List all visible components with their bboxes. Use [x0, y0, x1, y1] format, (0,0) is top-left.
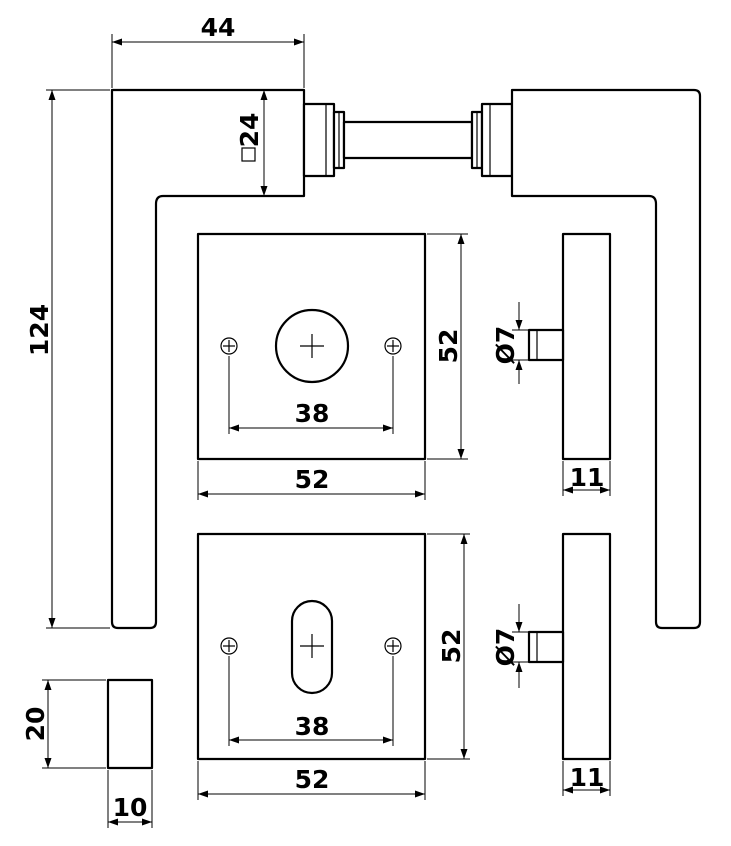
dimension-square-neck [241, 90, 268, 196]
label-section-width: 10 [113, 793, 148, 822]
label-rose-top-width: 52 [295, 465, 330, 494]
screw-hole-left [220, 337, 238, 355]
right-lever-handle [470, 88, 702, 630]
left-neck [302, 102, 346, 178]
label-handle-width: 44 [201, 13, 236, 42]
label-spindle-top-diameter: Ø7 [491, 326, 520, 365]
label-rose-bottom-width: 52 [295, 765, 330, 794]
dimension-section-height [42, 679, 106, 769]
dimension-rose-bottom-thickness [562, 761, 611, 796]
right-neck [470, 102, 514, 178]
rose-top-side-view [527, 232, 612, 461]
dimension-spindle-top-diameter [512, 302, 528, 384]
dimension-rose-top-height [427, 233, 468, 460]
label-spindle-bottom-diameter: Ø7 [491, 628, 520, 667]
dimension-rose-top-width [197, 461, 426, 500]
label-rose-top-height: 52 [434, 329, 463, 364]
dimension-rose-bottom-hole-spacing [228, 656, 394, 746]
label-rose-top-hole-spacing: 38 [295, 399, 330, 428]
dimension-rose-bottom-height [427, 533, 470, 760]
screw-hole-right [384, 337, 402, 355]
label-rose-bottom-hole-spacing: 38 [295, 712, 330, 741]
dimension-rose-top-hole-spacing [228, 356, 394, 434]
dimension-handle-width [111, 34, 305, 88]
rose-bottom-front-view [196, 532, 427, 761]
label-rose-bottom-height: 52 [437, 629, 466, 664]
label-rose-top-thickness: 11 [570, 463, 605, 492]
screw-hole-left [220, 637, 238, 655]
dimension-rose-bottom-width [197, 761, 426, 800]
screw-hole-right [384, 637, 402, 655]
left-lever-handle [110, 88, 346, 630]
rose-top-front-view [196, 232, 427, 461]
rose-bottom-side-view [527, 532, 612, 761]
label-handle-height: 124 [25, 304, 54, 356]
handle-cross-section [106, 678, 154, 770]
dimension-section-width [107, 770, 153, 828]
label-square-neck: 24 [235, 113, 264, 148]
dimension-handle-height [46, 89, 110, 629]
dimension-rose-top-thickness [562, 461, 611, 496]
label-rose-bottom-thickness: 11 [570, 763, 605, 792]
dimension-spindle-bottom-diameter [512, 604, 528, 688]
label-section-height: 20 [21, 707, 50, 742]
square-spindle [342, 120, 474, 160]
